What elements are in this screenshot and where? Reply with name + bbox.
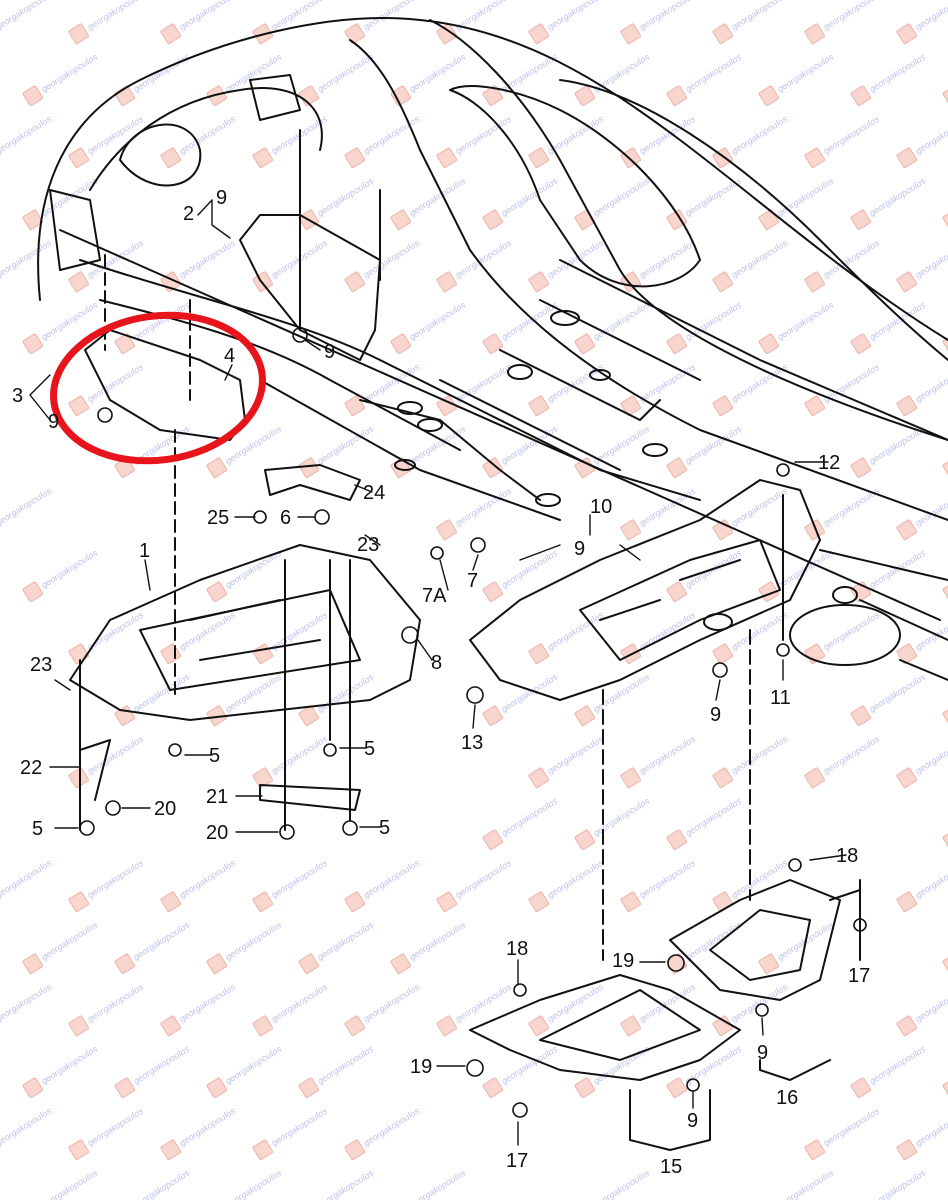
part-callout-2: 2: [183, 203, 195, 225]
part-callout-9: 9: [324, 341, 336, 363]
part-callout-5: 5: [209, 745, 221, 767]
car-body-outline: [37, 17, 948, 681]
part-callout-1: 1: [139, 540, 151, 562]
part-callout-13: 13: [461, 732, 484, 754]
part-callout-9: 9: [48, 411, 60, 433]
part-callout-25: 25: [207, 507, 230, 529]
part-callout-9: 9: [574, 538, 586, 560]
part-callout-10: 10: [590, 496, 613, 518]
part-callout-8: 8: [431, 652, 443, 674]
part-callout-17: 17: [848, 965, 871, 987]
part-16-rear-underbody-panel: [669, 879, 861, 1081]
part-callout-21: 21: [206, 786, 229, 808]
part-callout-17: 17: [506, 1150, 529, 1172]
part-callout-24: 24: [363, 482, 386, 504]
highlight-circle: [50, 311, 266, 465]
part-callout-19: 19: [410, 1056, 433, 1078]
part-callout-22: 22: [20, 757, 43, 779]
part-callout-15: 15: [660, 1156, 683, 1178]
leader-lines: [29, 199, 861, 1146]
part-callout-5: 5: [364, 738, 376, 760]
part-10-center-underbody-panel: [469, 479, 821, 961]
part-callout-20: 20: [206, 822, 229, 844]
part-callout-9: 9: [216, 187, 228, 209]
part-callout-4: 4: [224, 345, 236, 367]
part-callout-6: 6: [280, 507, 292, 529]
part-callout-19: 19: [612, 950, 635, 972]
fasteners: [79, 327, 867, 1118]
part-callout-7A: 7A: [422, 585, 447, 607]
part-callout-16: 16: [776, 1087, 799, 1109]
part-callout-18: 18: [506, 938, 529, 960]
part-15-rear-underbody-panel: [469, 974, 741, 1151]
part-callout-9: 9: [710, 704, 722, 726]
part-callout-5: 5: [32, 818, 44, 840]
part-callout-23: 23: [30, 654, 53, 676]
part-1-front-underbody-panel: [69, 464, 421, 831]
part-callout-18: 18: [836, 845, 859, 867]
part-callout-7: 7: [467, 570, 479, 592]
part-2-bracket: [239, 129, 381, 361]
part-callout-20: 20: [154, 798, 177, 820]
part-callout-9: 9: [757, 1042, 769, 1064]
part-callout-3: 3: [12, 385, 24, 407]
part-3-heat-shield: [84, 254, 246, 701]
part-callout-5: 5: [379, 817, 391, 839]
part-callout-23: 23: [357, 534, 380, 556]
part-callout-11: 11: [770, 687, 791, 709]
part-callout-9: 9: [687, 1110, 699, 1132]
part-callout-12: 12: [818, 452, 841, 474]
